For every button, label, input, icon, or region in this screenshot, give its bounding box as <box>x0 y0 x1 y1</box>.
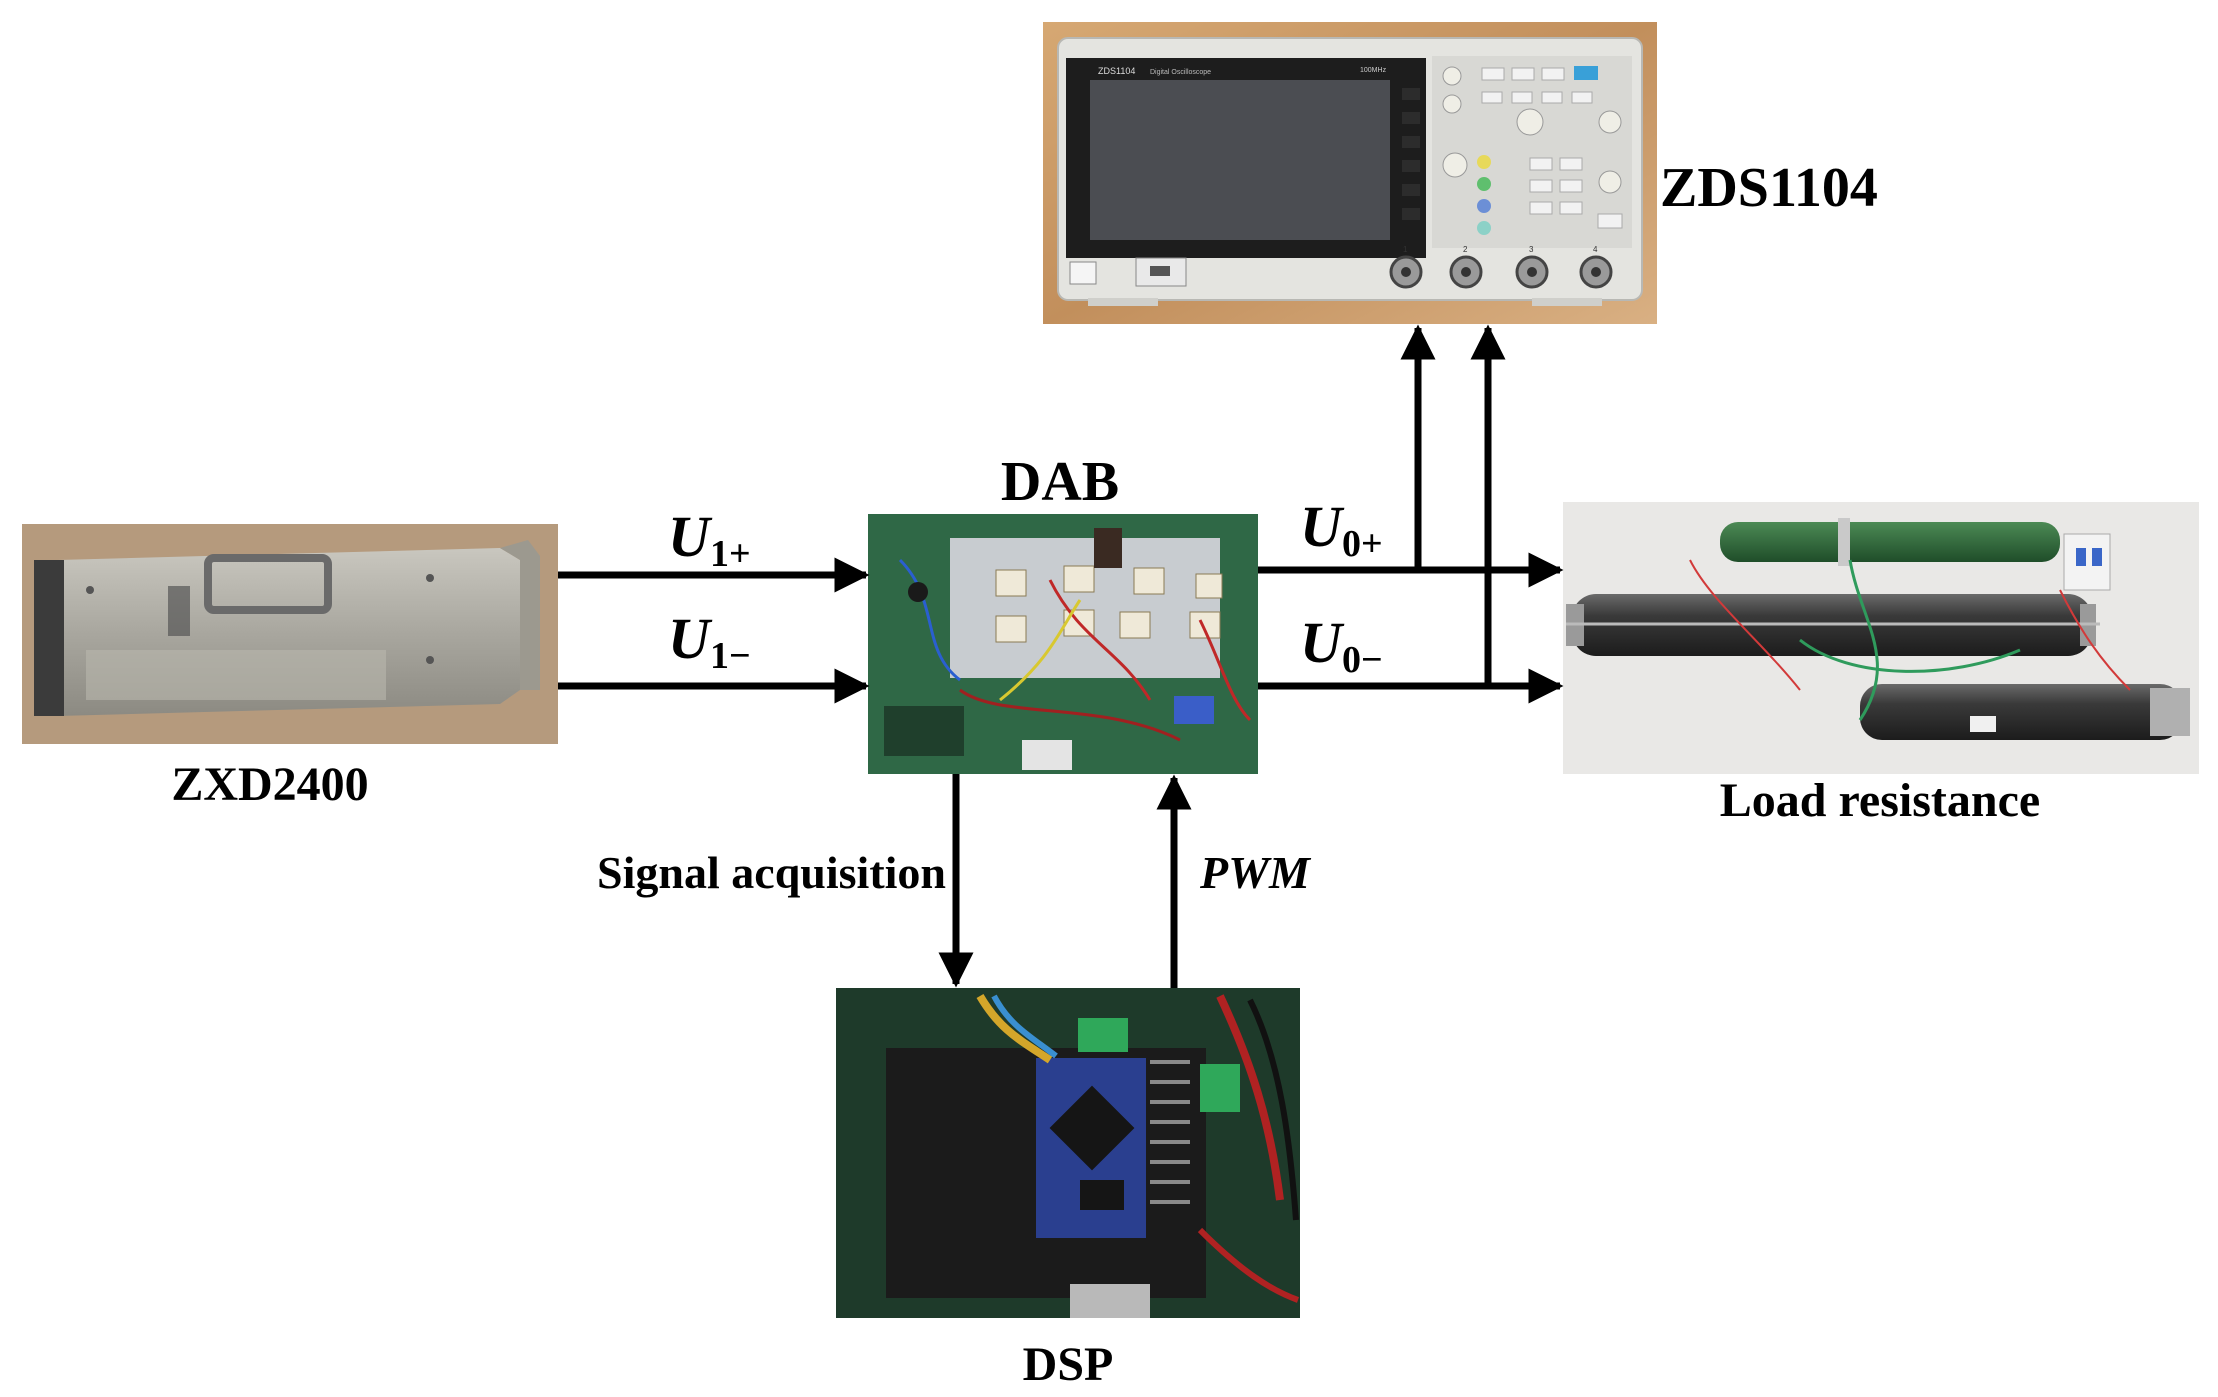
scope-brand-text: ZDS1104 <box>1098 66 1135 76</box>
channel-4-label: 4 <box>1593 245 1598 254</box>
channel-3-label: 3 <box>1529 245 1534 254</box>
signal-u0-plus: U 0+ <box>1300 494 1383 565</box>
signal-u0-plus-base: U <box>1300 494 1345 559</box>
dsp-label: DSP <box>1023 1338 1114 1391</box>
signal-u1-plus: U 1+ <box>668 504 751 575</box>
dsp-board-photo <box>836 988 1300 1318</box>
oscilloscope-photo: ZDS1104 Digital Oscilloscope 100MHz <box>1043 22 1657 324</box>
load-resistance-photo <box>1563 502 2199 774</box>
signal-u1-minus-base: U <box>668 606 713 671</box>
signal-u0-minus-base: U <box>1300 610 1345 675</box>
pwm-label: PWM <box>1199 847 1312 898</box>
signal-u0-minus-sub: 0− <box>1342 639 1383 681</box>
dab-label: DAB <box>1001 451 1119 513</box>
scope-softkeys <box>1402 88 1420 220</box>
scope-bandwidth-text: 100MHz <box>1360 67 1387 74</box>
signal-u0-plus-sub: 0+ <box>1342 523 1383 565</box>
dc-source-photo <box>22 524 558 744</box>
connection-arrows <box>558 324 1564 988</box>
signal-u1-plus-base: U <box>668 504 713 569</box>
signal-u1-minus: U 1− <box>668 606 751 677</box>
oscilloscope-label: ZDS1104 <box>1660 157 1878 219</box>
source-label: ZXD2400 <box>171 758 368 811</box>
dab-board-photo <box>868 514 1258 774</box>
scope-bnc-connectors: 1 2 3 4 <box>1069 245 1613 306</box>
load-label: Load resistance <box>1720 774 2040 827</box>
scope-subtitle-text: Digital Oscilloscope <box>1150 69 1211 76</box>
signal-u1-plus-sub: 1+ <box>710 533 751 575</box>
channel-1-label: 1 <box>1403 245 1408 254</box>
signal-u1-minus-sub: 1− <box>710 635 751 677</box>
scope-control-panel <box>1432 56 1632 248</box>
signal-acquisition-label: Signal acquisition <box>597 847 946 898</box>
channel-2-label: 2 <box>1463 245 1468 254</box>
signal-u0-minus: U 0− <box>1300 610 1383 681</box>
